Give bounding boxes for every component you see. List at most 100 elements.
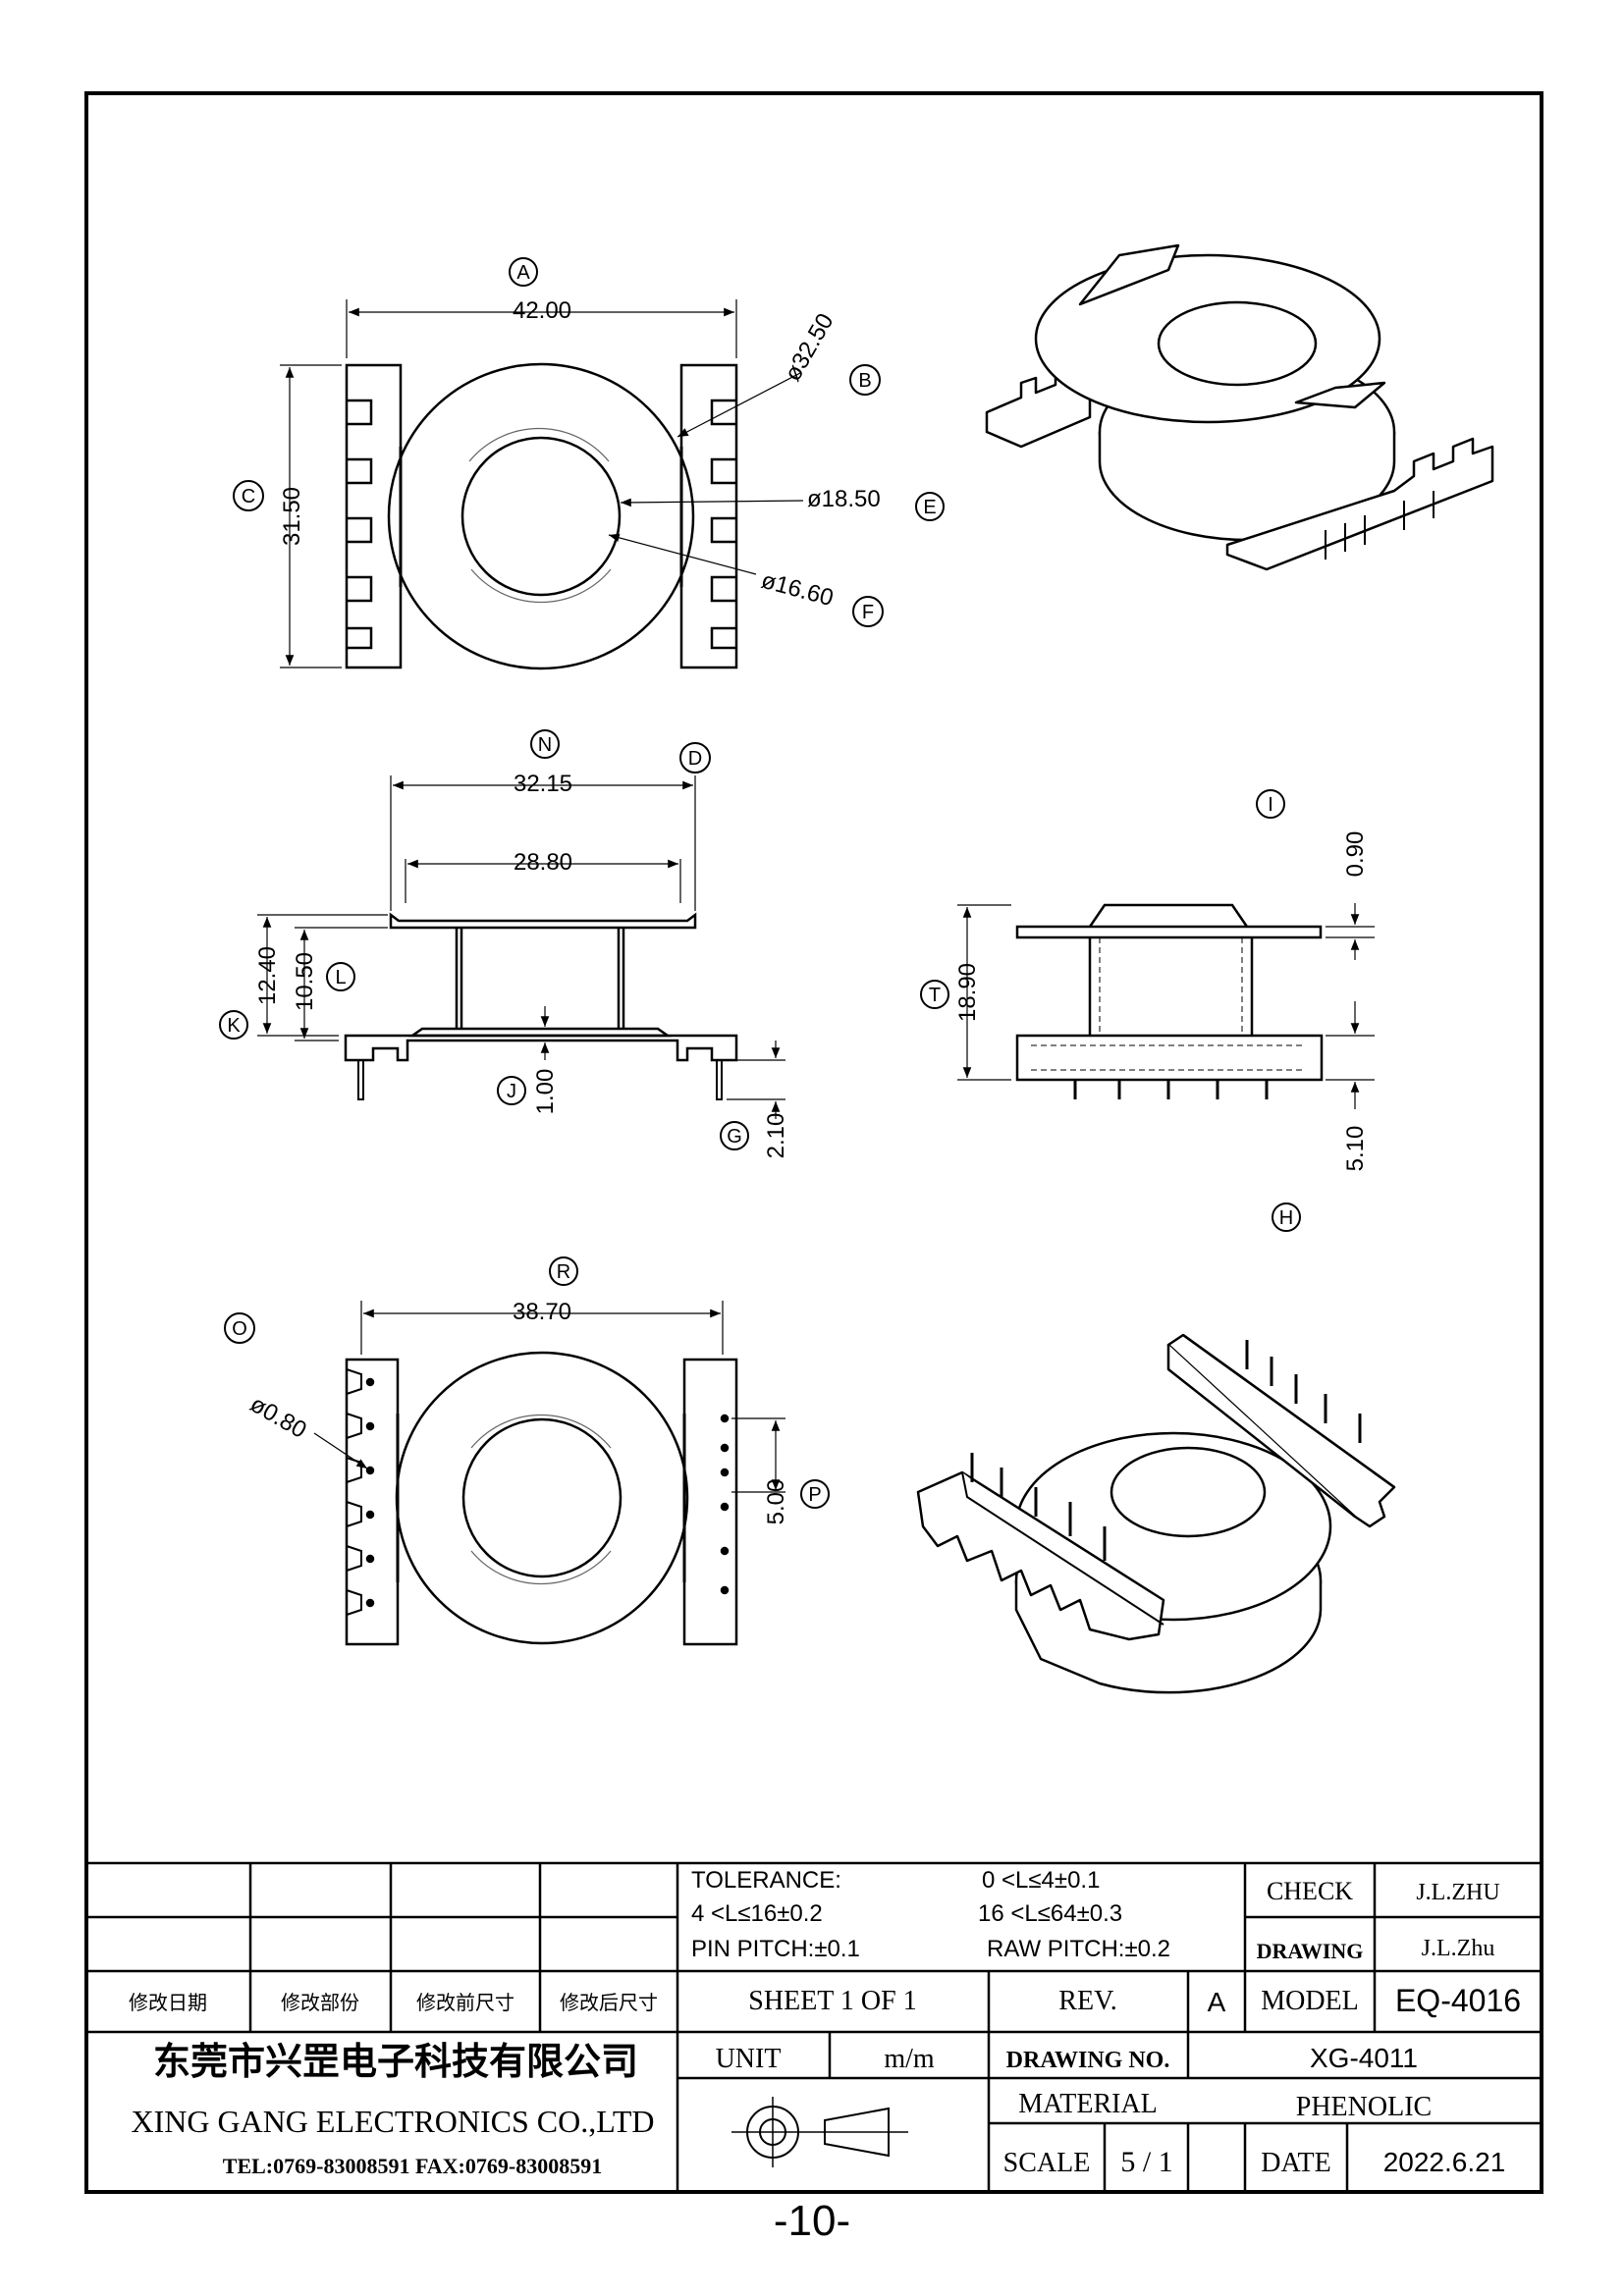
top-flange [389, 912, 697, 930]
date-label: DATE [1261, 2148, 1331, 2178]
tolerance-3: 16 <L≤64±0.3 [978, 1900, 1122, 1927]
svg-text:C: C [242, 486, 255, 507]
tolerance-2: 4 <L≤16±0.2 [691, 1900, 823, 1927]
svg-text:P: P [808, 1484, 821, 1506]
drawing-no-value: XG-4011 [1310, 2043, 1418, 2073]
svg-text:J: J [507, 1081, 516, 1102]
tolerance-label: TOLERANCE: [691, 1867, 841, 1894]
drawing-value: J.L.Zhu [1422, 1936, 1495, 1961]
svg-text:H: H [1279, 1207, 1293, 1229]
tolerance-1: 0 <L≤4±0.1 [982, 1867, 1100, 1894]
core-tube [455, 928, 625, 1029]
bottom-outer-circle [395, 1351, 689, 1645]
dim-inner-width: 28.80 [514, 849, 572, 876]
dim-end-flange-thickness: 0.90 [1342, 831, 1369, 878]
check-value: J.L.ZHU [1416, 1880, 1499, 1905]
hidden-arc [468, 427, 610, 462]
scale-value: 5 / 1 [1120, 2146, 1172, 2178]
dim-pin-pitch: 5.00 [763, 1479, 789, 1525]
label-t: T [920, 980, 949, 1009]
page-number: -10- [773, 2197, 851, 2245]
dim-flange-width: 32.15 [514, 771, 572, 797]
dim-end-height: 18.90 [954, 963, 981, 1022]
side-view [257, 775, 785, 1119]
svg-text:I: I [1268, 794, 1273, 816]
dim-inner-height: 10.50 [292, 952, 318, 1011]
bottom-left-comb [345, 1358, 400, 1646]
drawing-no-label: DRAWING NO. [1006, 2048, 1170, 2073]
svg-text:N: N [538, 734, 552, 756]
dim-bottom-width: 38.70 [513, 1299, 571, 1325]
label-h: H [1272, 1202, 1301, 1232]
inner-bore-circle [460, 436, 622, 597]
revision-part-header: 修改部份 [281, 1992, 359, 2014]
hidden-arc-2 [470, 568, 612, 604]
sheet-label: SHEET 1 OF 1 [748, 1986, 916, 2016]
svg-text:F: F [862, 602, 874, 623]
material-label: MATERIAL [1018, 2089, 1158, 2119]
label-e: E [915, 492, 945, 521]
label-r: R [549, 1256, 578, 1286]
svg-text:K: K [227, 1015, 241, 1037]
drawing-border [84, 91, 1543, 2194]
rev-label: REV. [1058, 1986, 1116, 2016]
label-c: C [233, 480, 264, 511]
base-plate [344, 1034, 738, 1062]
company-name-cn: 东莞市兴罡电子科技有限公司 [153, 2042, 638, 2083]
company-contact: TEL:0769-83008591 FAX:0769-83008591 [223, 2154, 602, 2178]
isometric-view-top [985, 243, 1494, 571]
dim-end-pin-length: 5.10 [1342, 1126, 1369, 1172]
svg-text:A: A [516, 262, 530, 284]
company-name-en: XING GANG ELECTRONICS CO.,LTD [131, 2104, 654, 2139]
end-view [957, 903, 1375, 1109]
title-block [86, 1861, 1542, 2192]
bottom-inner-circle [461, 1417, 623, 1578]
dim-outer-diameter: ø32.50 [780, 309, 839, 386]
svg-text:R: R [557, 1261, 570, 1283]
svg-text:D: D [688, 748, 702, 770]
pin-pitch-tolerance: PIN PITCH:±0.1 [691, 1936, 860, 1962]
dim-inner-diameter: ø18.50 [807, 486, 881, 512]
svg-text:G: G [727, 1126, 742, 1148]
label-i: I [1256, 789, 1285, 819]
label-o: O [224, 1312, 255, 1344]
svg-text:L: L [335, 967, 346, 988]
label-p: P [800, 1479, 830, 1509]
left-comb-teeth [347, 399, 373, 650]
dim-side-pin-length: 2.10 [763, 1113, 789, 1159]
title-block-text: TOLERANCE: 0 <L≤4±0.1 4 <L≤16±0.2 16 <L≤… [129, 1867, 1521, 2178]
raw-pitch-tolerance: RAW PITCH:±0.2 [987, 1936, 1170, 1962]
svg-text:O: O [232, 1318, 247, 1340]
check-label: CHECK [1267, 1877, 1353, 1905]
revision-date-header: 修改日期 [129, 1992, 207, 2014]
right-comb-teeth [710, 399, 736, 650]
pins [357, 1060, 723, 1100]
dim-top-height: 31.50 [279, 487, 305, 546]
svg-text:B: B [858, 370, 871, 392]
material-value: PHENOLIC [1296, 2092, 1432, 2122]
label-j: J [497, 1076, 526, 1105]
label-a: A [509, 257, 538, 287]
scale-label: SCALE [1003, 2148, 1091, 2178]
rev-value: A [1208, 1987, 1226, 2017]
end-pins [1073, 1080, 1269, 1099]
top-view [280, 299, 804, 670]
left-flange-comb [345, 363, 403, 669]
dim-top-width: 42.00 [513, 297, 571, 324]
label-b: B [849, 364, 881, 396]
svg-text:T: T [929, 985, 941, 1006]
revision-before-header: 修改前尺寸 [416, 1992, 514, 2014]
drawing-label: DRAWING [1257, 1939, 1364, 1963]
dim-pin-diameter: ø0.80 [245, 1391, 311, 1444]
svg-text:E: E [923, 497, 936, 518]
label-l: L [326, 962, 355, 991]
label-n: N [530, 729, 560, 759]
date-value: 2022.6.21 [1383, 2147, 1506, 2177]
label-g: G [720, 1121, 749, 1150]
end-base [1015, 1034, 1324, 1082]
label-k: K [219, 1010, 248, 1040]
end-core [1088, 937, 1254, 1036]
label-d: D [679, 742, 711, 774]
label-f: F [852, 596, 884, 627]
